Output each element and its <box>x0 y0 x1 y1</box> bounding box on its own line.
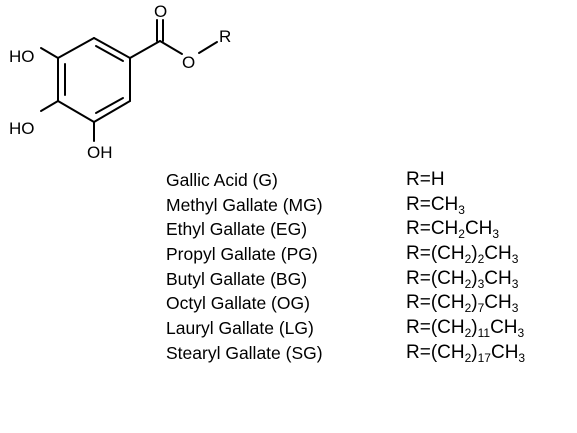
hydroxyl-bond <box>40 100 59 112</box>
compound-row: Ethyl Gallate (EG) R=CH2CH3 <box>166 217 576 242</box>
formula-text: R=(CH <box>406 341 465 363</box>
compound-formula: R=CH2CH3 <box>406 217 499 242</box>
formula-subscript: 2 <box>464 301 472 316</box>
formula-text: ) <box>471 267 478 289</box>
ring-to-carbonyl-bond <box>129 40 161 59</box>
carbonyl-oxygen-label: O <box>154 2 167 21</box>
compound-row: Propyl Gallate (PG)R=(CH2)2CH3 <box>166 242 576 267</box>
compound-formula: R=(CH2)17CH3 <box>406 341 525 366</box>
compound-formula: R=(CH2)11CH3 <box>406 316 524 341</box>
formula-text: R=(CH <box>406 267 465 289</box>
oxygen-to-r-bond <box>198 41 218 54</box>
hydroxyl-groups: HO HO OH <box>9 47 113 162</box>
compound-row: Lauryl Gallate (LG) R=(CH2)11CH3 <box>166 316 576 341</box>
formula-subscript: 3 <box>477 276 485 291</box>
formula-subscript: 3 <box>511 276 519 291</box>
formula-subscript: 2 <box>458 227 465 242</box>
formula-subscript: 3 <box>517 326 525 341</box>
hydroxyl-middle-label: HO <box>9 119 35 138</box>
formula-text: R=(CH <box>406 317 465 339</box>
ring-double-bond <box>95 97 124 114</box>
compound-row: Butyl Gallate (BG)R=(CH2)3CH3 <box>166 267 576 292</box>
formula-text: CH <box>490 341 519 363</box>
compound-formula: R=CH3 <box>406 193 465 218</box>
carbonyl-to-oxygen-bond <box>159 40 183 55</box>
formula-text: ) <box>471 243 478 265</box>
formula-subscript: 3 <box>518 350 526 365</box>
formula-text: CH <box>490 317 518 339</box>
formula-subscript: 3 <box>492 227 500 242</box>
ring-bond <box>93 100 131 123</box>
compound-row: Octyl Gallate (OG) R=(CH2)7CH3 <box>166 291 576 316</box>
formula-text: ) <box>471 317 478 339</box>
hydroxyl-bottom-label: OH <box>87 143 113 162</box>
formula-subscript: 3 <box>511 301 519 316</box>
compound-table: Gallic Acid (G) R=H Methyl Gallate (MG) R=C… <box>166 168 576 366</box>
compound-formula: R=H <box>406 168 445 193</box>
formula-text: ) <box>471 341 478 363</box>
hydroxyl-bond <box>40 47 59 59</box>
formula-text: CH <box>464 218 493 240</box>
formula-text: R=CH <box>406 193 459 215</box>
formula-subscript: 2 <box>464 252 472 267</box>
compound-formula: R=(CH2)7CH3 <box>406 291 518 316</box>
hydroxyl-top-label: HO <box>9 47 35 66</box>
ester-oxygen-label: O <box>182 53 195 72</box>
ring-bond <box>57 37 95 59</box>
formula-text: CH <box>484 292 512 314</box>
compound-name: Propyl Gallate (PG) <box>166 244 318 265</box>
formula-text: R=(CH <box>406 292 465 314</box>
formula-subscript: 7 <box>477 301 485 316</box>
formula-subscript: 2 <box>477 252 485 267</box>
formula-text: CH <box>484 243 512 265</box>
ester-group: O O R <box>129 2 231 72</box>
formula-text: R=CH <box>406 218 459 240</box>
formula-text: ) <box>471 292 478 314</box>
compound-name: Lauryl Gallate (LG) <box>166 318 314 339</box>
formula-text: R=H <box>406 169 445 190</box>
ring-double-bond <box>95 45 124 62</box>
compound-name: Methyl Gallate (MG) <box>166 194 323 215</box>
compound-row: Gallic Acid (G) R=H <box>166 168 576 193</box>
formula-text: CH <box>484 267 512 289</box>
formula-text: R=(CH <box>406 243 465 265</box>
compound-formula: R=(CH2)2CH3 <box>406 242 518 267</box>
benzene-ring <box>57 37 131 123</box>
formula-subscript: 3 <box>511 252 519 267</box>
compound-name: Octyl Gallate (OG) <box>166 293 310 314</box>
ring-bond <box>57 100 95 123</box>
compound-row: Stearyl Gallate (SG) R=(CH2)17CH3 <box>166 341 576 366</box>
compound-formula: R=(CH2)3CH3 <box>406 267 518 292</box>
formula-subscript: 2 <box>464 326 472 341</box>
formula-subscript: 2 <box>464 350 472 365</box>
compound-name: Ethyl Gallate (EG) <box>166 219 308 240</box>
compound-name: Butyl Gallate (BG) <box>166 268 308 289</box>
formula-subscript: 2 <box>464 276 472 291</box>
formula-subscript: 17 <box>477 350 491 365</box>
compound-name: Stearyl Gallate (SG) <box>166 342 323 363</box>
ring-bond <box>93 37 131 59</box>
formula-subscript: 11 <box>477 326 491 341</box>
formula-subscript: 3 <box>458 202 465 217</box>
compound-name: Gallic Acid (G) <box>166 170 278 190</box>
substituent-r-label: R <box>219 27 231 46</box>
compound-row: Methyl Gallate (MG) R=CH3 <box>166 193 576 218</box>
